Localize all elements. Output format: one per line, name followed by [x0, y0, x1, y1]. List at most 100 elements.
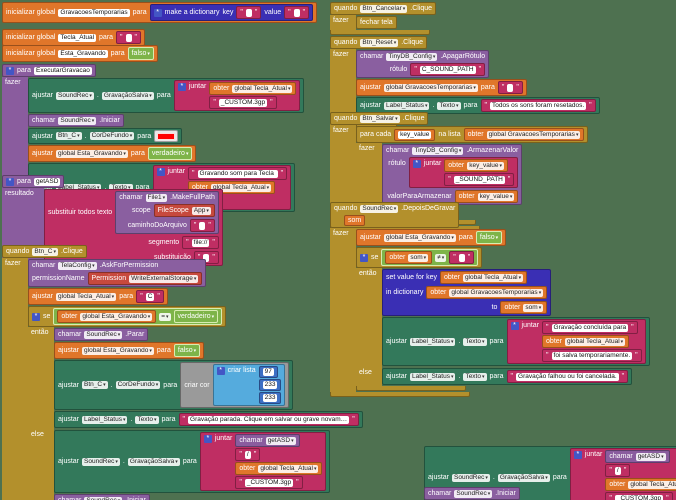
dropdown-field[interactable]: Label_Status▾ — [384, 101, 430, 110]
mutator-icon[interactable]: * — [6, 177, 14, 186]
string-block[interactable]: "_CUSTOM.3gp" — [235, 476, 303, 489]
dropdown-field[interactable]: Texto▾ — [437, 101, 461, 110]
false-block[interactable]: falso▾ — [475, 231, 503, 244]
mutator-icon[interactable]: * — [203, 434, 212, 443]
string-block[interactable]: "/" — [235, 448, 261, 461]
dropdown-field[interactable]: SoundRec▾ — [454, 489, 493, 498]
mutator-icon[interactable]: * — [153, 8, 162, 17]
string-block[interactable]: "_CUSTOM.3gp" — [605, 492, 673, 500]
text-field[interactable]: 233 — [262, 394, 278, 402]
dropdown-field[interactable]: getASD▾ — [265, 436, 296, 445]
text-field[interactable]: / — [614, 466, 621, 475]
dropdown-field[interactable]: global Esta_Gravando▾ — [56, 149, 128, 158]
empty-string-block[interactable]: "" — [497, 81, 523, 94]
dropdown-field[interactable]: TinyDB_Config▾ — [412, 146, 464, 155]
dropdown-field[interactable]: SoundRec▾ — [360, 204, 399, 213]
true-block[interactable]: verdadeiro▾ — [173, 310, 219, 323]
dropdown-field[interactable]: global Tecla_Atual▾ — [258, 464, 319, 473]
text-field[interactable] — [199, 221, 206, 230]
dropdown[interactable]: verdadeiro▾ — [152, 149, 189, 158]
text-field[interactable]: _SOUND_PATH — [453, 175, 505, 184]
mutator-icon[interactable]: * — [360, 253, 368, 262]
empty-string-block[interactable]: "" — [236, 6, 262, 19]
dropdown[interactable]: falso▾ — [480, 233, 498, 242]
text-field[interactable]: 233 — [262, 381, 278, 389]
text-field[interactable]: file:// — [191, 238, 210, 247]
string-block[interactable]: "Todos os sons foram resetados." — [480, 99, 596, 112]
text-field[interactable]: 97 — [262, 368, 274, 376]
dropdown-field[interactable]: key_value▾ — [467, 161, 505, 170]
string-block[interactable]: "foi salva temporariamente." — [542, 349, 642, 362]
dropdown-field[interactable]: Texto▾ — [463, 372, 487, 381]
mutator-icon[interactable]: * — [510, 321, 519, 330]
dropdown-field[interactable]: global Tecla_Atual▾ — [232, 84, 293, 93]
text-field[interactable] — [125, 33, 132, 42]
dropdown-field[interactable]: CorDeFundo▾ — [89, 132, 135, 140]
mutator-icon[interactable]: * — [32, 312, 40, 321]
string-block[interactable]: "Gravação falhou ou foi cancelada." — [506, 370, 629, 383]
dropdown-field[interactable]: Texto▾ — [463, 337, 487, 346]
false-block[interactable]: falso▾ — [173, 344, 201, 357]
dropdown-field[interactable]: Label_Status▾ — [56, 183, 102, 192]
text-field[interactable]: C — [145, 292, 155, 301]
text-field[interactable] — [203, 253, 210, 262]
string-block[interactable]: "Gravando som para Tecla " — [188, 167, 288, 180]
mutator-icon[interactable]: * — [412, 159, 421, 168]
text-field[interactable]: Gravação concluída para — [551, 323, 629, 332]
dropdown-field[interactable]: Btn_C▾ — [82, 381, 108, 389]
mutator-icon[interactable]: * — [6, 66, 14, 75]
text-field[interactable] — [507, 83, 514, 92]
false-block[interactable]: falso▾ — [127, 47, 154, 60]
close-screen-block[interactable]: fechar tela — [356, 16, 397, 29]
dropdown-field[interactable]: Label_Status▾ — [410, 372, 456, 381]
text-field[interactable]: ExecutarGravacao — [34, 66, 92, 75]
dropdown-field[interactable]: global Tecla_Atual▾ — [628, 480, 676, 489]
dropdown-field[interactable]: global Esta_Gravando▾ — [82, 346, 154, 355]
dropdown-field[interactable]: global Tecla_Atual▾ — [56, 292, 117, 301]
dropdown-field[interactable]: File1▾ — [145, 193, 168, 202]
dropdown-field[interactable]: SoundRec▾ — [84, 330, 123, 339]
string-block[interactable]: "/" — [605, 464, 631, 477]
true-block[interactable]: verdadeiro▾ — [147, 147, 193, 160]
dropdown-field[interactable]: global Tecla_Atual▾ — [462, 273, 524, 282]
color-red-block[interactable] — [154, 130, 179, 142]
empty-string-block[interactable]: "" — [284, 6, 310, 19]
dropdown-field[interactable]: CorDeFundo▾ — [115, 381, 161, 389]
dropdown-field[interactable]: SoundRec▾ — [84, 496, 123, 500]
text-field[interactable]: Tecla_Atual — [58, 33, 97, 42]
text-field[interactable]: Gravação parada. Clique em salvar ou gra… — [188, 415, 350, 424]
empty-string-block[interactable]: "" — [449, 251, 475, 264]
dropdown-field[interactable]: Btn_Salvar▾ — [360, 114, 400, 123]
text-field[interactable]: getASD — [34, 177, 61, 186]
string-block[interactable]: "C" — [136, 290, 164, 303]
dropdown-field[interactable]: som▾ — [408, 253, 429, 262]
text-field[interactable]: Gravando som para Tecla — [197, 169, 278, 178]
text-field[interactable]: / — [244, 450, 251, 459]
dropdown-field[interactable]: GravaçãoSalva▾ — [127, 457, 180, 466]
